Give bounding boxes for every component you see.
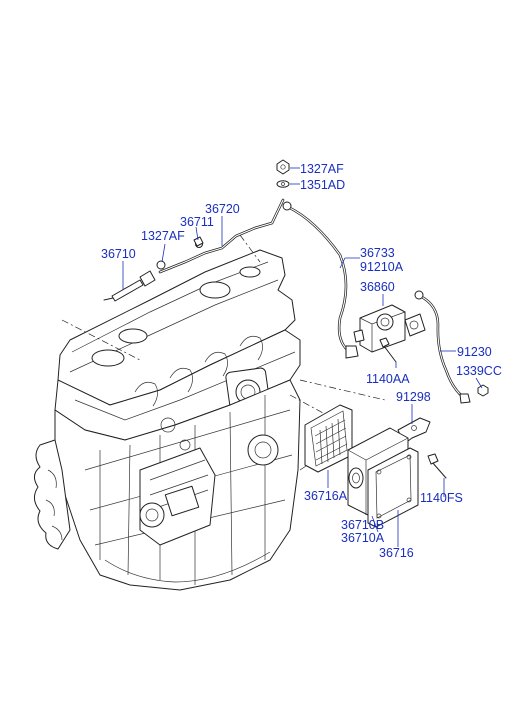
harness-91230-drawing (414, 290, 489, 404)
label-91298: 91298 (396, 390, 431, 404)
engine-block-drawing (34, 249, 301, 591)
part-labels: 1327AF 1351AD 36720 36711 1327AF 36710 3… (101, 162, 502, 560)
glow-plug-drawing (103, 270, 156, 302)
label-36711: 36711 (180, 215, 214, 229)
label-36716a: 36716A (304, 489, 348, 503)
label-1339cc: 1339CC (456, 364, 502, 378)
harness-36733-drawing (282, 201, 359, 359)
leader-lines (122, 167, 483, 547)
bus-bar-drawing (156, 198, 285, 274)
label-91230: 91230 (457, 345, 492, 359)
label-36710: 36710 (101, 247, 136, 261)
label-1140fs: 1140FS (420, 491, 463, 505)
label-1140aa: 1140AA (366, 372, 410, 386)
label-36860: 36860 (360, 280, 395, 294)
label-1327af-left: 1327AF (141, 229, 185, 243)
label-1351ad: 1351AD (300, 178, 345, 192)
filter-screen-36716a-drawing (304, 404, 353, 473)
nut-hardware-drawing (276, 159, 290, 188)
label-36733: 36733 (360, 246, 395, 260)
label-36710b: 36710B (341, 518, 384, 532)
label-91210a: 91210A (360, 260, 404, 274)
intake-heater-drawing (347, 427, 447, 528)
label-36716: 36716 (379, 546, 414, 560)
label-1327af-top: 1327AF (300, 162, 344, 176)
label-36710a: 36710A (341, 531, 385, 545)
glow-relay-drawing (353, 304, 426, 363)
label-36720: 36720 (205, 202, 240, 216)
